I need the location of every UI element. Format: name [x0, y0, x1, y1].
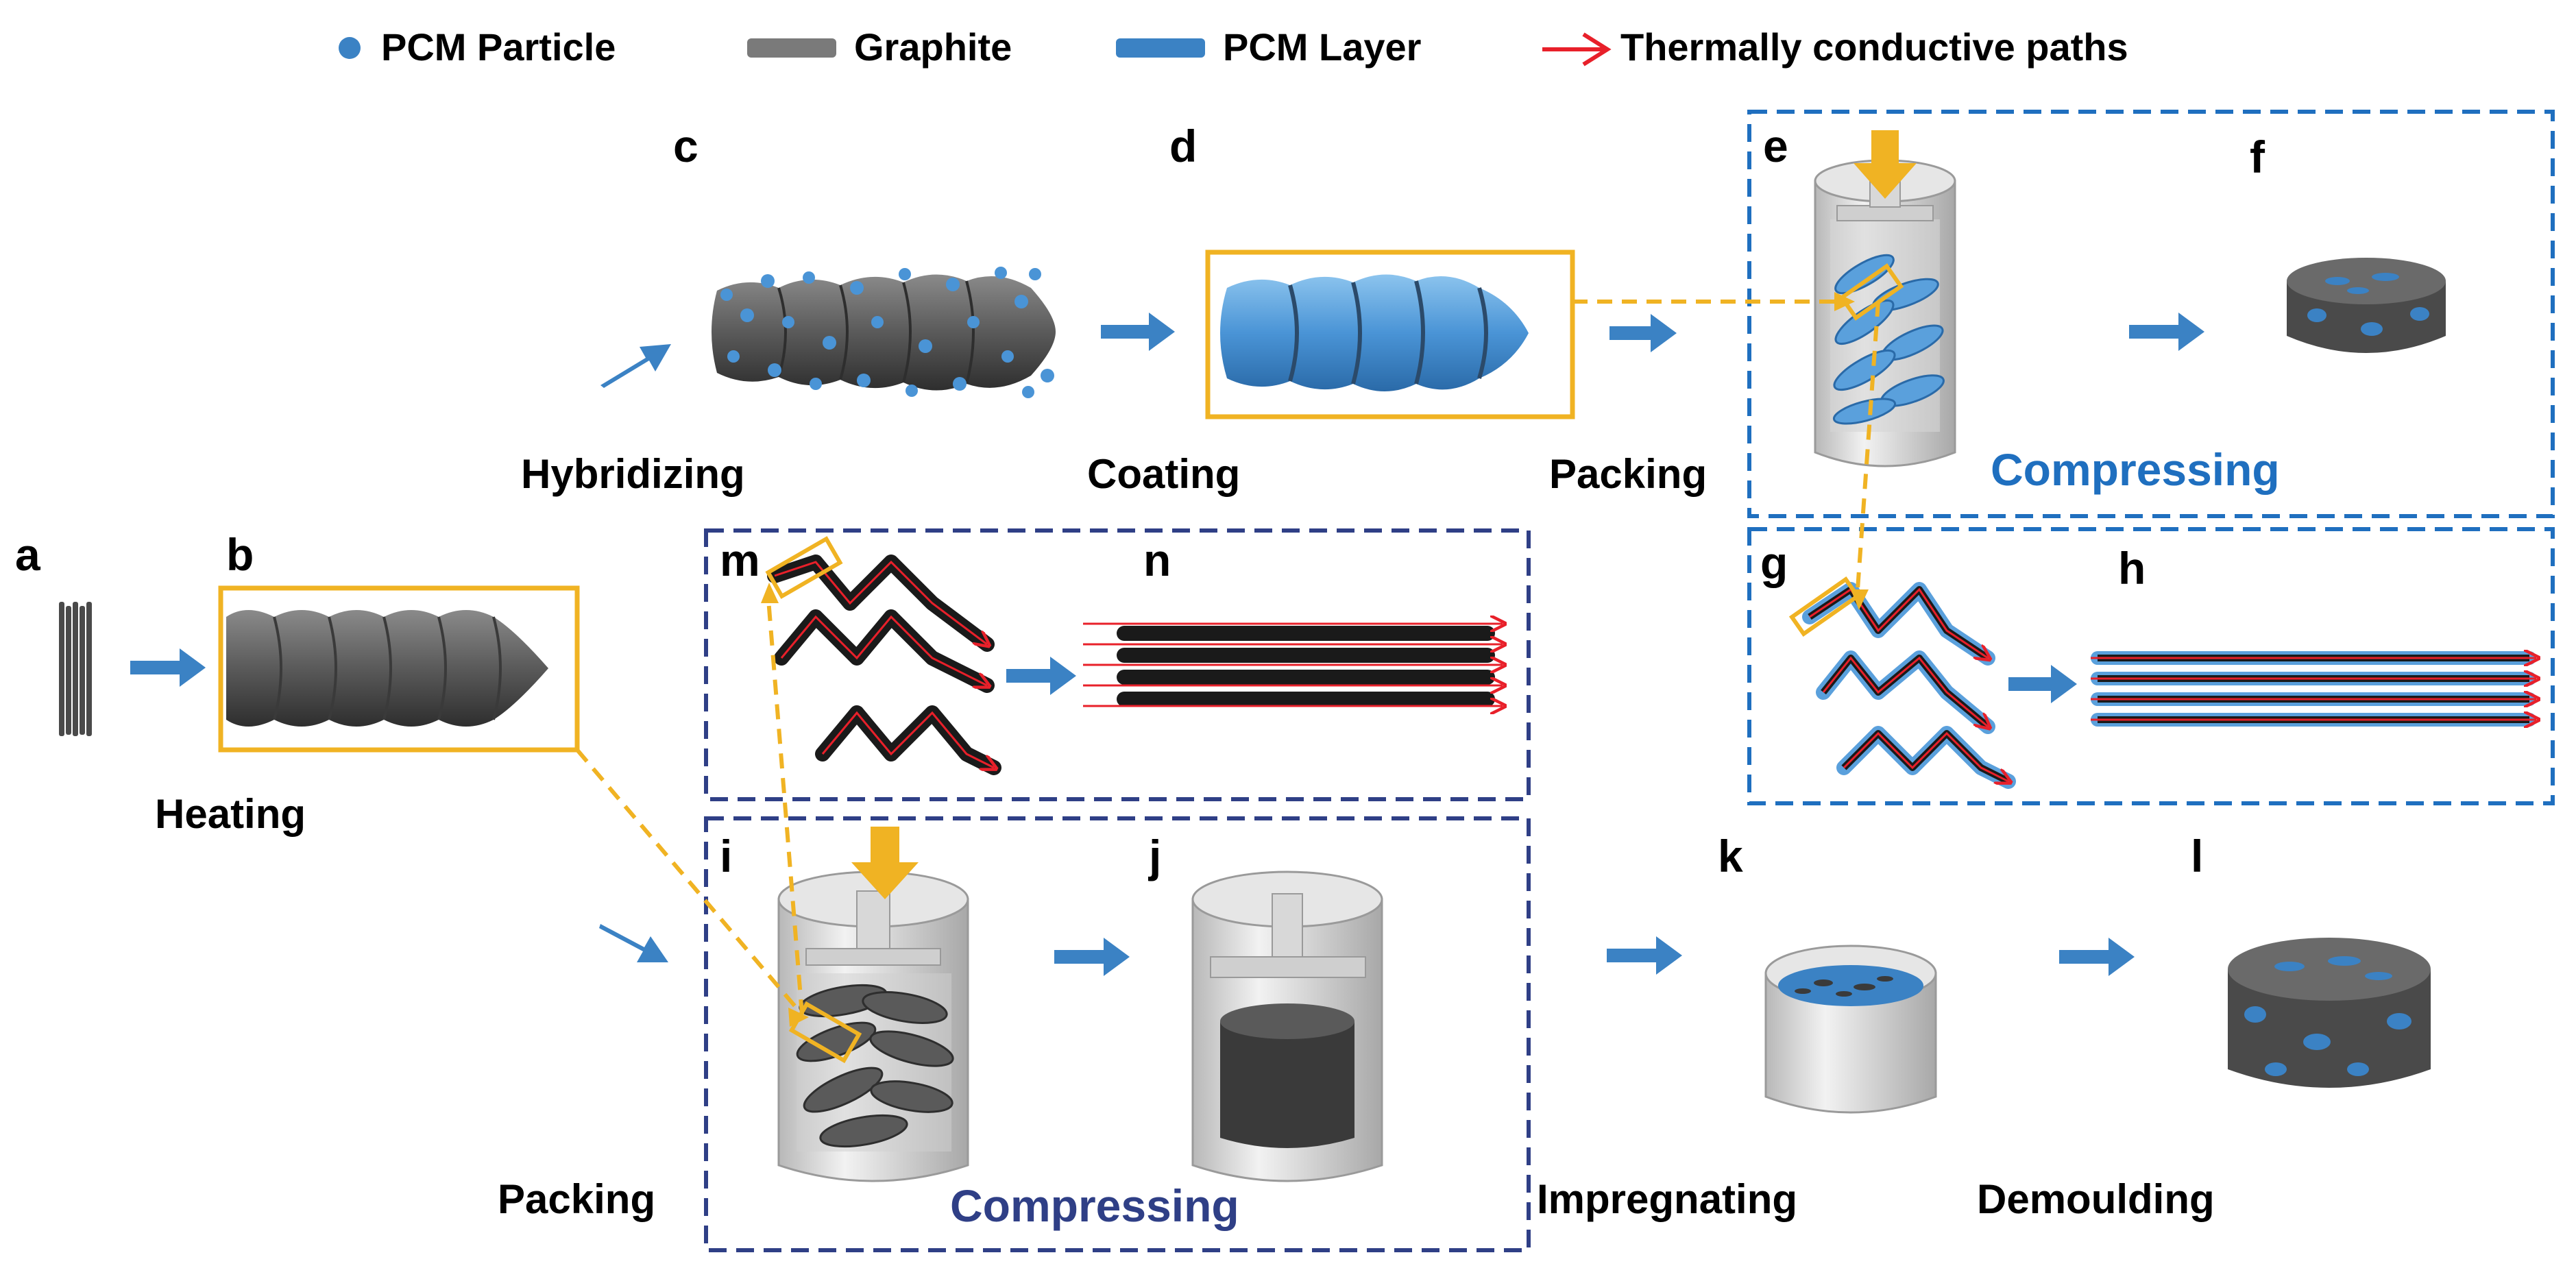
connector-arrowheads — [761, 292, 1869, 1027]
panel-m-label: m — [720, 535, 760, 585]
pcm-particle-swatch — [339, 37, 361, 59]
coating-label: Coating — [1087, 451, 1240, 497]
highlight-box-m — [765, 536, 843, 599]
compressing-bottom-label: Compressing — [950, 1180, 1239, 1231]
packing-bottom-label: Packing — [498, 1176, 655, 1222]
arrow-to-hybridizing — [600, 344, 671, 388]
panel-j-label: j — [1147, 831, 1161, 881]
zigzag-coated-fibers — [1802, 582, 2016, 789]
hybridized-worm — [712, 267, 1056, 398]
press-arrow-top — [1854, 130, 1917, 199]
panel-h-label: h — [2118, 543, 2146, 594]
arrow-a-to-b — [130, 648, 206, 687]
expanded-graphite-worm — [226, 610, 548, 727]
connector-b-to-i — [575, 748, 804, 1016]
compressing-top-label: Compressing — [1991, 444, 2280, 495]
panel-d-label: d — [1169, 121, 1197, 171]
arrow-g-to-h — [2008, 665, 2077, 703]
packing-top-label: Packing — [1549, 451, 1707, 497]
dashed-connectors — [575, 300, 1880, 1016]
arrow-e-to-f — [2129, 313, 2204, 351]
fiber-bottom-frame — [704, 528, 1531, 801]
arrow-j-to-k — [1607, 936, 1682, 975]
legend-paths-label: Thermally conductive paths — [1620, 25, 2128, 69]
panel-i-label: i — [720, 831, 732, 881]
fiber-top-frame — [1747, 527, 2555, 805]
impregnating-dish — [1764, 945, 1937, 1114]
compress-bottom-frame — [704, 816, 1531, 1252]
legend: PCM Particle Graphite PCM Layer Thermall… — [339, 25, 2128, 69]
hybridizing-label: Hybridizing — [521, 451, 745, 497]
graphite-flakes-icon — [59, 602, 92, 736]
panel-c-label: c — [673, 121, 698, 171]
arrow-c-to-d — [1101, 313, 1175, 351]
legend-layer-label: PCM Layer — [1223, 25, 1421, 69]
panel-b-label: b — [226, 529, 254, 580]
panel-n-label: n — [1143, 535, 1171, 585]
heating-label: Heating — [155, 791, 306, 837]
red-arrow-icon — [1542, 32, 1612, 66]
highlight-box-d — [1205, 249, 1575, 419]
aligned-graphite-fibers — [1083, 624, 1503, 706]
arrow-i-to-j — [1054, 938, 1130, 976]
legend-graphite-label: Graphite — [854, 25, 1012, 69]
composite-disc-l — [2228, 938, 2431, 1088]
coated-worm — [1220, 274, 1529, 391]
step-labels: Heating Hybridizing Coating Packing Comp… — [155, 444, 2280, 1231]
aligned-coated-fibers — [2091, 658, 2536, 720]
compress-top-frame — [1747, 110, 2555, 518]
arrow-to-packing-bottom — [599, 924, 668, 962]
legend-particle-label: PCM Particle — [381, 25, 616, 69]
composite-disc-f — [2287, 258, 2446, 353]
highlight-box-b — [218, 585, 580, 753]
impregnating-label: Impregnating — [1537, 1176, 1797, 1222]
process-arrows — [130, 313, 2204, 976]
demoulding-label: Demoulding — [1977, 1176, 2215, 1222]
zigzag-graphite-fibers — [767, 555, 1001, 775]
panel-g-label: g — [1760, 537, 1788, 588]
highlight-box-g — [1788, 576, 1861, 637]
mould-i — [777, 870, 969, 1182]
arrow-k-to-l — [2059, 938, 2135, 976]
press-arrow-bottom — [851, 827, 919, 899]
panel-k-label: k — [1718, 831, 1743, 881]
mould-j — [1191, 870, 1383, 1182]
arrow-m-to-n — [1006, 657, 1076, 695]
panel-letters: a b c d e f g h i j k l m n — [15, 121, 2265, 881]
panel-l-label: l — [2191, 831, 2203, 881]
graphite-swatch — [747, 38, 836, 58]
connector-i-to-m — [766, 590, 804, 1015]
mould-e — [1814, 159, 1956, 467]
panel-e-label: e — [1763, 121, 1788, 171]
pcm-layer-swatch — [1116, 38, 1205, 58]
panel-a-label: a — [15, 529, 41, 580]
panel-f-label: f — [2250, 132, 2265, 182]
arrow-d-to-e — [1609, 314, 1677, 352]
